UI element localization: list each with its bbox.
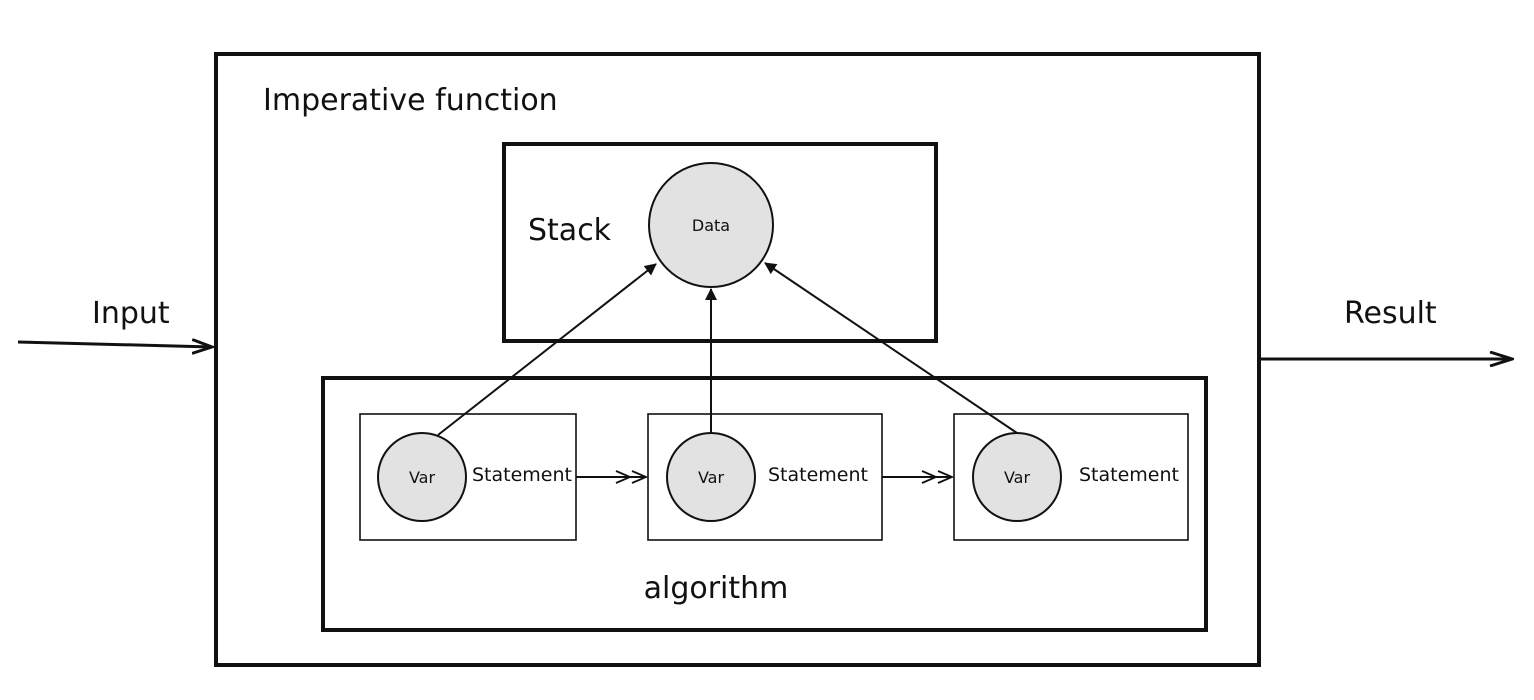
stack-box [502,142,938,343]
var-label-2: Var [698,468,725,487]
input-arrow [17,342,212,347]
reference-arrow-var1-data [437,263,657,436]
result-label: Result [1344,296,1437,331]
stack-label: Stack [528,213,612,248]
input-label: Input [92,296,170,331]
reference-arrow-var3-data [764,262,1018,434]
statement-label-1: Statement [472,464,572,486]
statement-label-3: Statement [1079,464,1179,486]
statement-box-1 [359,413,577,541]
var-node-1 [377,432,467,522]
statement-label-2: Statement [768,464,868,486]
data-node [648,162,774,288]
var-label-1: Var [409,468,436,487]
imperative-function-label: Imperative function [263,83,558,118]
data-node-label: Data [692,216,730,235]
algorithm-box [321,376,1208,632]
algorithm-label: algorithm [644,571,789,606]
var-label-3: Var [1004,468,1031,487]
